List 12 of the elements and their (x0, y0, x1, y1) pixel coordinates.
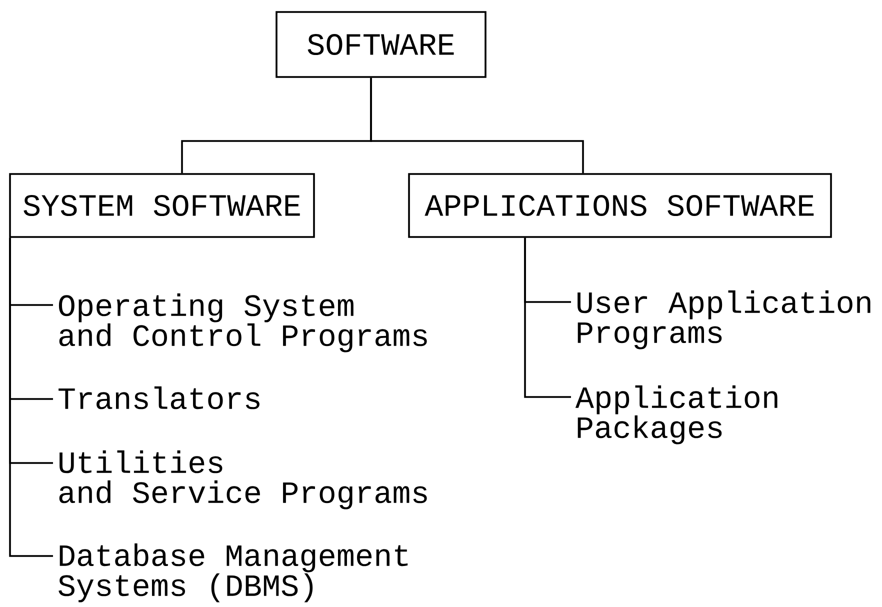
category-box: SYSTEM SOFTWARE (9, 173, 315, 238)
item-label: Operating System and Control Programs (58, 293, 427, 352)
category-box: APPLICATIONS SOFTWARE (408, 173, 832, 238)
connector-line (524, 238, 571, 398)
item-label: Application Packages (575, 385, 778, 444)
item-label: Database Management Systems (DBMS) (58, 543, 408, 602)
category-box: SOFTWARE (276, 11, 486, 78)
item-label: User Application Programs (578, 290, 870, 350)
connector-line (370, 78, 584, 174)
connector-line (9, 238, 53, 557)
item-label: Utilities and Service Programs (59, 450, 427, 510)
item-label: Translators (58, 386, 260, 410)
